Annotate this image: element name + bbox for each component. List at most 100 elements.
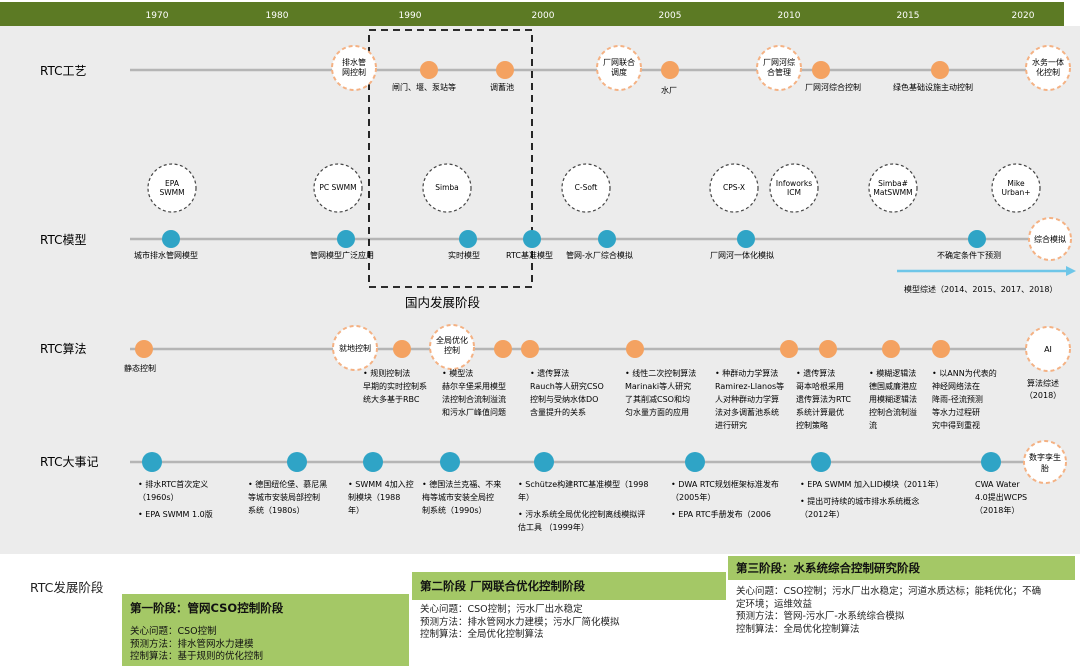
phase-box-1: 第一阶段：管网CSO控制阶段 关心问题：CSO控制 预测方法：排水管网水力建模 … [122, 594, 409, 666]
event-note-line: • 污水系统全局优化控制离线模拟评 [518, 509, 645, 519]
model-end-label: 综合模拟 [1034, 234, 1066, 244]
algorithm-note-line: 匀水量方面的应用 [625, 407, 689, 417]
event-note-line: • Schütze构建RTC基准模型（1998 [518, 479, 648, 489]
model-circle-label: C-Soft [575, 183, 598, 192]
year-label: 1990 [399, 11, 422, 21]
event-note-line: 系统（1980s） [248, 505, 305, 515]
algorithm-note-line: • 线性二次控制算法 [625, 368, 696, 378]
phase-body-2: 关心问题：CSO控制；污水厂出水稳定 预测方法：排水管网水力建模；污水厂简化模拟… [412, 600, 726, 646]
event-note-line: 年） [518, 492, 534, 502]
phase-line: 控制算法：全局优化控制算法 [736, 623, 860, 635]
phase-box-2: 第二阶段 厂网联合优化控制阶段 [412, 572, 726, 600]
review-arrow-head [1066, 266, 1076, 276]
model-circle-label: PC SWMM [319, 183, 356, 192]
event-end-circle [1023, 440, 1067, 484]
event-dot [685, 452, 705, 472]
event-note-line: 梅等城市安装全局控 [422, 492, 494, 502]
event-end-label: 数字孪生 [1029, 452, 1061, 462]
year-label: 2000 [532, 11, 555, 21]
algorithm-note-line: 遗传算法为RTC [796, 394, 851, 404]
model-circle-label: Simba [435, 183, 459, 192]
algorithm-note-line: • 遗传算法 [796, 368, 835, 378]
event-note-line: 制系统（1990s） [422, 505, 487, 515]
row-title-algorithm: RTC算法 [40, 341, 86, 356]
event-notes: • 排水RTC首次定义 （1960s）• EPA SWMM 1.0版• 德国纽伦… [138, 479, 1027, 532]
event-dot [287, 452, 307, 472]
event-note-line: 4.0提出WCPS [975, 492, 1027, 502]
algorithm-note-line: • 遗传算法 [530, 368, 569, 378]
event-note-line: （1960s） [138, 493, 179, 502]
phase-line: 关心问题：CSO控制；污水厂出水稳定；河道水质达标；能耗优化；不确 [736, 586, 1042, 597]
algorithm-dot [819, 340, 837, 358]
algorithm-note-line: Marinaki等人研究 [625, 381, 691, 391]
model-label: 厂网河一体化模拟 [710, 250, 774, 260]
phase-line: 预测方法：管网-污水厂-水系统综合模拟 [736, 611, 905, 622]
phase-line: 关心问题：CSO控制 [130, 626, 217, 637]
model-dot [459, 230, 477, 248]
algorithm-note-line: 法对多调蓄池系统 [715, 407, 779, 417]
model-label: 不确定条件下预测 [937, 250, 1001, 260]
model-end-circle [1028, 217, 1072, 261]
model-circle [769, 163, 819, 213]
algorithm-nodes: 静态控制 就地控制 全局优化控制 AI • 规则控制法 早期的实时控制系 统大多… [124, 324, 1071, 430]
event-dot [981, 452, 1001, 472]
algorithm-note-line: 统大多基于RBC [363, 394, 420, 404]
algorithm-note-line: 人对种群动力学算 [715, 394, 779, 404]
algorithm-note-line: 究中得到重视 [932, 420, 980, 430]
model-label: 管网-水厂综合模拟 [566, 250, 633, 260]
algorithm-note-line: 等水力过程研 [932, 407, 980, 417]
algorithm-left-label: 静态控制 [124, 363, 156, 373]
algorithm-note-line: 用模糊逻辑法 [869, 394, 917, 404]
event-note-line: • EPA SWMM 加入LID模块（2011年） [800, 479, 943, 489]
algorithm-note-line: 降雨-径流预测 [932, 394, 983, 404]
row-title-events: RTC大事记 [40, 455, 98, 469]
phase-box-3: 第三阶段：水系统综合控制研究阶段 [728, 556, 1075, 580]
model-dot [162, 230, 180, 248]
algorithm-dot [393, 340, 411, 358]
phase-line: 控制算法：全局优化控制算法 [420, 629, 544, 640]
algorithm-note-line: 神经网络法在 [932, 381, 980, 391]
model-circle-label: Simba#MatSWMM [873, 179, 912, 197]
process-circle [331, 45, 377, 91]
year-label: 1970 [146, 11, 169, 21]
model-label: 实时模型 [448, 250, 480, 260]
algorithm-circle [1025, 326, 1071, 372]
event-note-line: 估工具 （1999年） [518, 522, 589, 532]
event-note-line: • EPA RTC手册发布（2006 [671, 509, 771, 519]
algorithm-dot [932, 340, 950, 358]
event-note-line: • SWMM 4加入控 [348, 479, 414, 489]
event-note-line: 等城市安装局部控制 [248, 492, 320, 502]
algorithm-note-line: • 模型法 [442, 368, 473, 378]
model-label: 管网模型广泛应用 [310, 250, 374, 260]
model-circle [868, 163, 918, 213]
phase-line: 定环境；运维效益 [736, 598, 813, 610]
model-dot [337, 230, 355, 248]
row-title-stages: RTC发展阶段 [30, 580, 104, 595]
event-note-line: 制模块（1988 [348, 492, 400, 502]
year-label: 2020 [1012, 11, 1035, 21]
algorithm-note-line: 系统计算最优 [796, 407, 844, 417]
process-dot [496, 61, 514, 79]
year-label: 2005 [659, 11, 682, 21]
process-label: 绿色基础设施主动控制 [893, 82, 973, 92]
process-circle-label: 厂网联合调度 [603, 57, 635, 77]
algorithm-note-line: • 模糊逻辑法 [869, 368, 916, 378]
algorithm-note-line: 了其削减CSO和均 [625, 394, 690, 404]
event-dot [363, 452, 383, 472]
algorithm-note-line: 控制策略 [796, 420, 828, 430]
model-circle [422, 163, 472, 213]
model-dot [968, 230, 986, 248]
event-dot [142, 452, 162, 472]
event-note-line: CWA Water [975, 480, 1020, 489]
event-note-line: • 德国纽伦堡、慕尼黑 [248, 479, 327, 489]
model-circle [709, 163, 759, 213]
row-title-model: RTC模型 [40, 233, 86, 247]
process-dot [420, 61, 438, 79]
algorithm-note-line: • 规则控制法 [363, 368, 410, 378]
process-nodes: 排水管网控制 厂网联合调度 厂网河综合管理 水务一体化控制 闸门、堰、泵站等 调… [331, 45, 1071, 95]
process-dot [661, 61, 679, 79]
event-note-line: • DWA RTC规划框架标准发布 [671, 479, 779, 489]
algorithm-note-line: • 以ANN为代表的 [932, 368, 997, 378]
model-circle [313, 163, 363, 213]
